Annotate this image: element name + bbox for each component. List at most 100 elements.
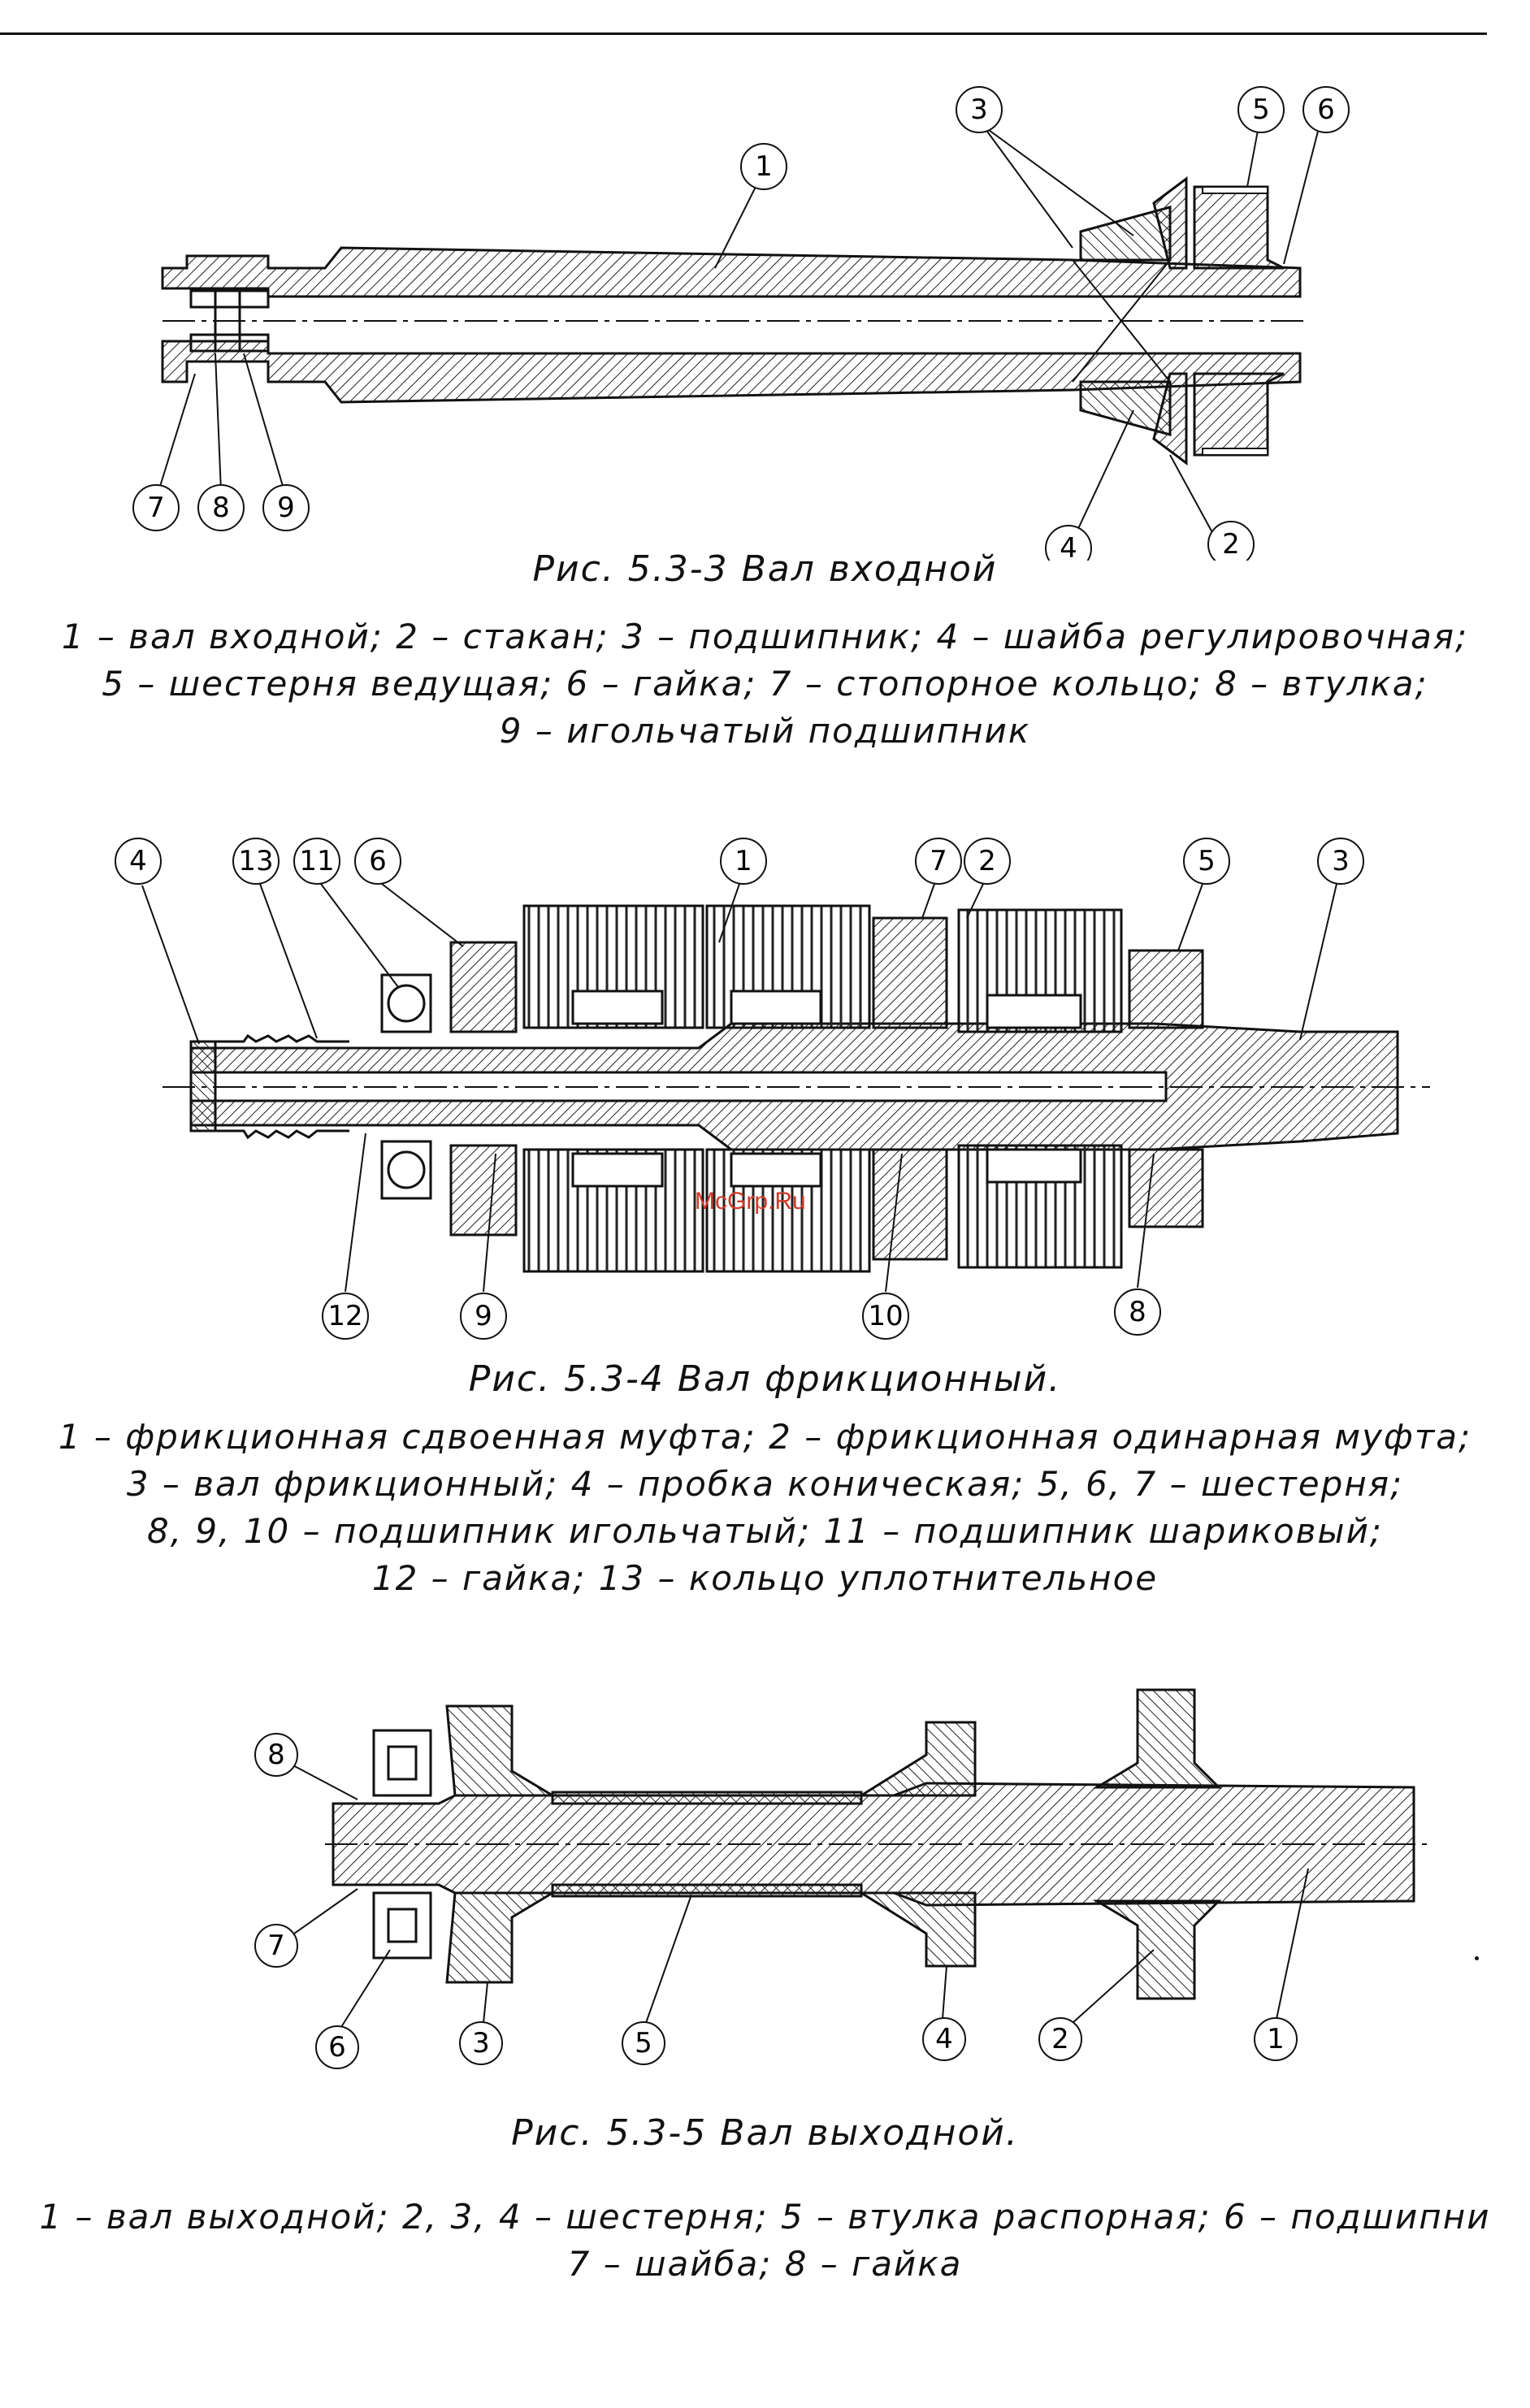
- svg-text:5: 5: [1252, 93, 1270, 126]
- legend-line: 12 – гайка; 13 – кольцо уплотнительное: [371, 1558, 1159, 1598]
- svg-text:8: 8: [1129, 1296, 1146, 1328]
- figure-input-shaft: 1 3 5 6 7 8 9: [0, 73, 1530, 561]
- svg-text:12: 12: [327, 1300, 362, 1332]
- callout-3: 3: [1299, 838, 1364, 1041]
- svg-text:7: 7: [267, 1929, 285, 1962]
- svg-text:1: 1: [755, 150, 773, 183]
- callout-10: 10: [862, 1153, 909, 1340]
- callout-4: 4: [115, 838, 200, 1045]
- callout-6: 6: [315, 1949, 391, 2069]
- legend-fig-5-3-4: 1 – фрикционная сдвоенная муфта; 2 – фри…: [0, 1414, 1530, 1602]
- svg-text:10: 10: [868, 1300, 903, 1332]
- stray-dot: [1475, 1956, 1479, 1960]
- caption-fig-5-3-5: Рис. 5.3-5 Вал выходной.: [511, 2112, 1019, 2154]
- gear-7-bottom: [872, 1148, 948, 1261]
- svg-text:6: 6: [328, 2031, 346, 2064]
- svg-text:2: 2: [1051, 2023, 1069, 2055]
- legend-line: 3 – вал фрикционный; 4 – пробка коническ…: [126, 1464, 1404, 1504]
- svg-text:4: 4: [935, 2023, 953, 2055]
- svg-text:2: 2: [1222, 528, 1240, 561]
- callout-6: 6: [1283, 86, 1350, 265]
- callout-3: 3: [459, 1981, 503, 2065]
- figure-output-shaft: 8 7 6 3 5 4 2: [0, 1641, 1530, 2096]
- gear-7-top: [872, 916, 948, 1029]
- callout-1: 1: [718, 838, 767, 943]
- bearing-top: [372, 1729, 432, 1797]
- gear-5-bottom: [1128, 1148, 1204, 1228]
- svg-text:2: 2: [978, 845, 996, 877]
- callout-4: 4: [922, 1965, 966, 2061]
- svg-text:5: 5: [635, 2027, 652, 2059]
- gear-4-top: [856, 1721, 977, 1797]
- legend-line: 5 – шестерня ведущая; 6 – гайка; 7 – сто…: [102, 664, 1428, 704]
- drive-gear-top: [1193, 185, 1285, 270]
- spacer-sleeve: [551, 1883, 863, 1898]
- legend-line: 7 – шайба; 8 – гайка: [567, 2244, 963, 2284]
- friction-shaft-drawing: 4 13 11 6 1 7 2: [115, 838, 1430, 1340]
- callout-13: 13: [232, 838, 318, 1039]
- gear-5-top: [1128, 949, 1204, 1029]
- svg-text:3: 3: [970, 93, 988, 126]
- svg-text:6: 6: [369, 845, 387, 877]
- svg-text:13: 13: [238, 845, 273, 877]
- drive-gear-bottom: [1193, 372, 1285, 457]
- callout-2: 2: [1038, 1949, 1155, 2061]
- svg-text:1: 1: [735, 845, 752, 877]
- legend-line: 1 – вал входной; 2 – стакан; 3 – подшипн…: [61, 617, 1469, 656]
- legend-line: 1 – фрикционная сдвоенная муфта; 2 – фри…: [58, 1417, 1472, 1457]
- ball-bearing-top: [387, 984, 426, 1023]
- svg-text:4: 4: [129, 845, 147, 877]
- legend-line: 8, 9, 10 – подшипник игольчатый; 11 – по…: [146, 1511, 1384, 1551]
- legend-line: 1 – вал выходной; 2, 3, 4 – шестерня; 5 …: [39, 2197, 1491, 2237]
- gear-6-top: [449, 941, 518, 1033]
- callout-2: 2: [1169, 454, 1255, 561]
- svg-text:9: 9: [475, 1300, 492, 1332]
- svg-text:9: 9: [277, 492, 295, 524]
- watermark: McGrp.Ru: [695, 1188, 806, 1215]
- svg-text:8: 8: [267, 1739, 285, 1771]
- shaft-lower-wall: [161, 340, 1302, 404]
- svg-text:6: 6: [1317, 93, 1335, 126]
- svg-text:3: 3: [1332, 845, 1350, 877]
- svg-text:1: 1: [1267, 2023, 1285, 2055]
- ball-bearing-bottom: [387, 1150, 426, 1189]
- svg-text:4: 4: [1060, 532, 1077, 561]
- callout-9: 9: [243, 353, 310, 531]
- callout-5: 5: [1237, 86, 1285, 188]
- callout-6: 6: [354, 838, 464, 947]
- figure-friction-shaft: 4 13 11 6 1 7 2: [0, 829, 1530, 1349]
- svg-text:8: 8: [212, 492, 230, 524]
- output-shaft-drawing: 8 7 6 3 5 4 2: [254, 1688, 1430, 2069]
- callout-9: 9: [460, 1153, 507, 1340]
- callout-4: 4: [1045, 409, 1134, 561]
- callout-7: 7: [132, 373, 196, 531]
- callout-5: 5: [622, 1896, 691, 2065]
- svg-text:5: 5: [1198, 845, 1216, 877]
- callout-5: 5: [1177, 838, 1230, 951]
- top-rule: [0, 32, 1487, 35]
- gear-2-top: [1092, 1688, 1222, 1789]
- callout-8: 8: [1114, 1153, 1161, 1336]
- svg-text:7: 7: [147, 492, 165, 524]
- caption-fig-5-3-4: Рис. 5.3-4 Вал фрикционный.: [468, 1358, 1062, 1400]
- legend-fig-5-3-3: 1 – вал входной; 2 – стакан; 3 – подшипн…: [0, 613, 1530, 755]
- callout-11: 11: [293, 838, 399, 988]
- svg-text:11: 11: [299, 845, 334, 877]
- gear-6-bottom: [449, 1144, 518, 1236]
- sleeve-outline: [189, 289, 270, 309]
- gear-3-top: [445, 1704, 557, 1797]
- caption-fig-5-3-3: Рис. 5.3-3 Вал входной: [532, 548, 998, 590]
- callout-2: 2: [964, 838, 1011, 919]
- bearing-bottom: [372, 1891, 432, 1960]
- callout-8: 8: [197, 353, 245, 531]
- callout-1: 1: [1254, 1868, 1309, 2061]
- gear-4-bottom: [856, 1891, 977, 1968]
- gear-3-bottom: [445, 1891, 557, 1984]
- svg-text:3: 3: [472, 2027, 490, 2059]
- callout-7: 7: [254, 1888, 358, 1968]
- svg-text:7: 7: [930, 845, 947, 877]
- input-shaft-drawing: 1 3 5 6 7 8 9: [132, 86, 1350, 561]
- callout-7: 7: [915, 838, 962, 919]
- callout-3: 3: [956, 86, 1134, 249]
- callout-8: 8: [254, 1733, 358, 1800]
